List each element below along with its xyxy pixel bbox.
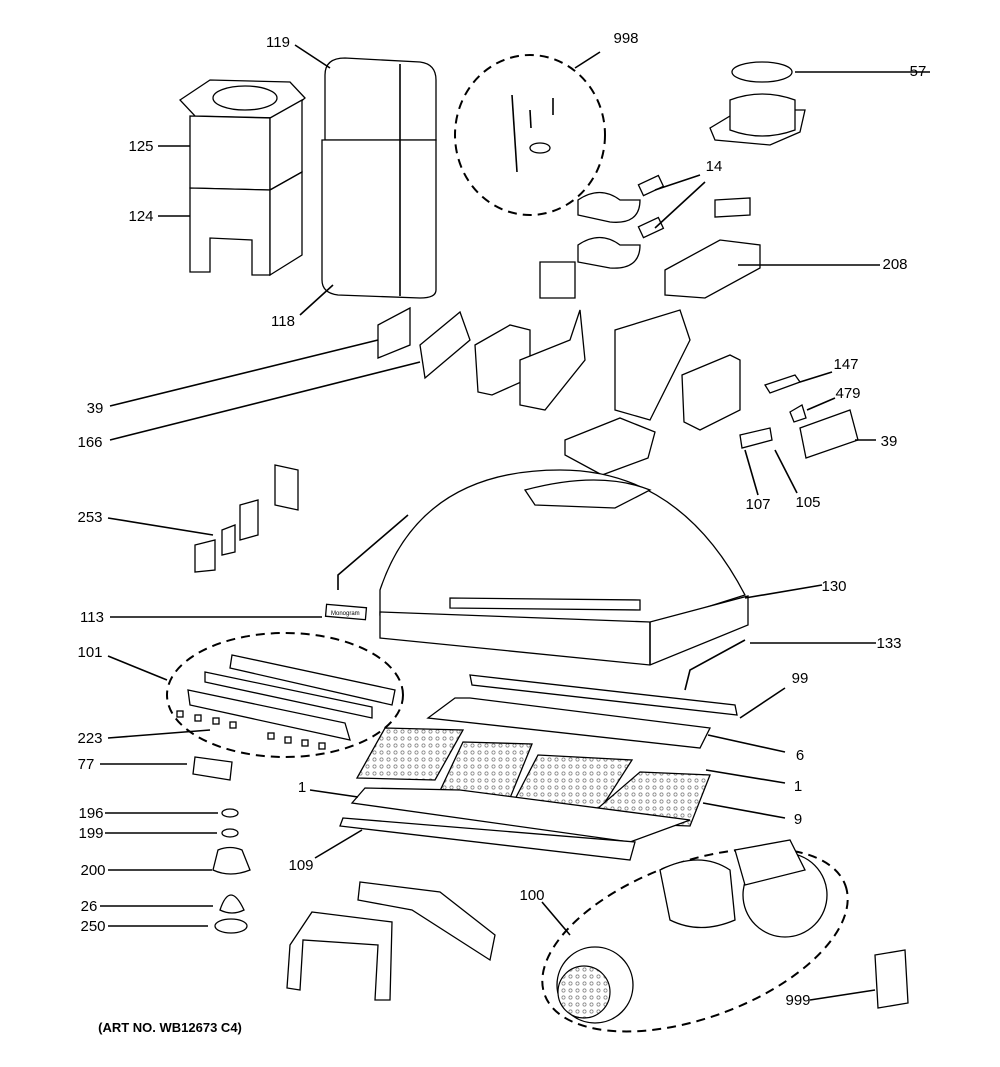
callout-105: 105 xyxy=(795,494,820,511)
callout-39-right: 39 xyxy=(881,433,898,450)
screws-998 xyxy=(511,94,554,173)
callout-1-right: 1 xyxy=(794,778,802,795)
callout-250: 250 xyxy=(80,918,105,935)
hardware-kit-outline xyxy=(454,54,606,216)
callout-39-left: 39 xyxy=(87,400,104,417)
callout-labels: 119 998 57 125 14 124 208 118 147 39 479… xyxy=(77,30,926,1009)
badge-text: Monogram xyxy=(331,611,360,617)
callout-199: 199 xyxy=(78,825,103,842)
callout-1-left: 1 xyxy=(298,779,306,796)
literature-999 xyxy=(874,949,909,1009)
control-board-166 xyxy=(377,306,471,380)
callout-166: 166 xyxy=(77,434,102,451)
callout-125: 125 xyxy=(128,138,153,155)
callout-196: 196 xyxy=(78,805,103,822)
callout-6: 6 xyxy=(796,747,804,764)
filter-frame-1-lower xyxy=(339,787,691,861)
callout-200: 200 xyxy=(80,862,105,879)
callout-26: 26 xyxy=(81,898,98,915)
transformer-208 xyxy=(664,197,761,299)
blower-assembly-100 xyxy=(556,839,828,1024)
duct-cover-upper-119 xyxy=(321,57,437,299)
callout-107: 107 xyxy=(745,496,770,513)
filter-frames xyxy=(426,674,738,749)
callout-130: 130 xyxy=(821,578,846,595)
light-switch-253 xyxy=(194,464,299,573)
brackets-center xyxy=(474,309,741,476)
callout-118: 118 xyxy=(271,313,295,330)
callout-100: 100 xyxy=(519,887,544,904)
callout-101: 101 xyxy=(77,644,102,661)
hood-rail-left xyxy=(337,514,409,590)
grease-filters-9 xyxy=(355,727,711,827)
callout-253: 253 xyxy=(77,509,102,526)
leader-lines xyxy=(100,44,930,1001)
lens-77 xyxy=(192,756,233,781)
callout-133: 133 xyxy=(876,635,901,652)
callout-9: 9 xyxy=(794,811,802,828)
callout-124: 124 xyxy=(128,208,153,225)
duct-bracket-125-124 xyxy=(179,79,306,277)
callout-113: 113 xyxy=(80,609,104,626)
control-panel-kit-outline xyxy=(166,632,404,758)
light-parts xyxy=(212,808,251,934)
callout-208: 208 xyxy=(882,256,907,273)
callout-147: 147 xyxy=(833,356,858,373)
art-number: (ART NO. WB12673 C4) xyxy=(98,1020,242,1035)
callout-99: 99 xyxy=(792,670,809,687)
callout-998: 998 xyxy=(613,30,638,47)
callout-479: 479 xyxy=(835,385,860,402)
hood-canopy-130 xyxy=(379,469,746,626)
callout-119: 119 xyxy=(266,34,290,51)
damper-57 xyxy=(709,61,806,146)
callout-57: 57 xyxy=(910,63,927,80)
callout-14: 14 xyxy=(706,158,723,175)
terminal-block-147 xyxy=(739,374,859,459)
callout-109: 109 xyxy=(288,857,313,874)
callout-77: 77 xyxy=(78,756,95,773)
callout-999: 999 xyxy=(785,992,810,1009)
hood-frame-133 xyxy=(379,595,749,691)
callout-223: 223 xyxy=(77,730,102,747)
control-panel-101 xyxy=(176,654,396,750)
mounting-brackets xyxy=(286,881,496,1001)
light-sockets-14 xyxy=(539,174,665,299)
monogram-badge-113: Monogram xyxy=(324,603,368,621)
